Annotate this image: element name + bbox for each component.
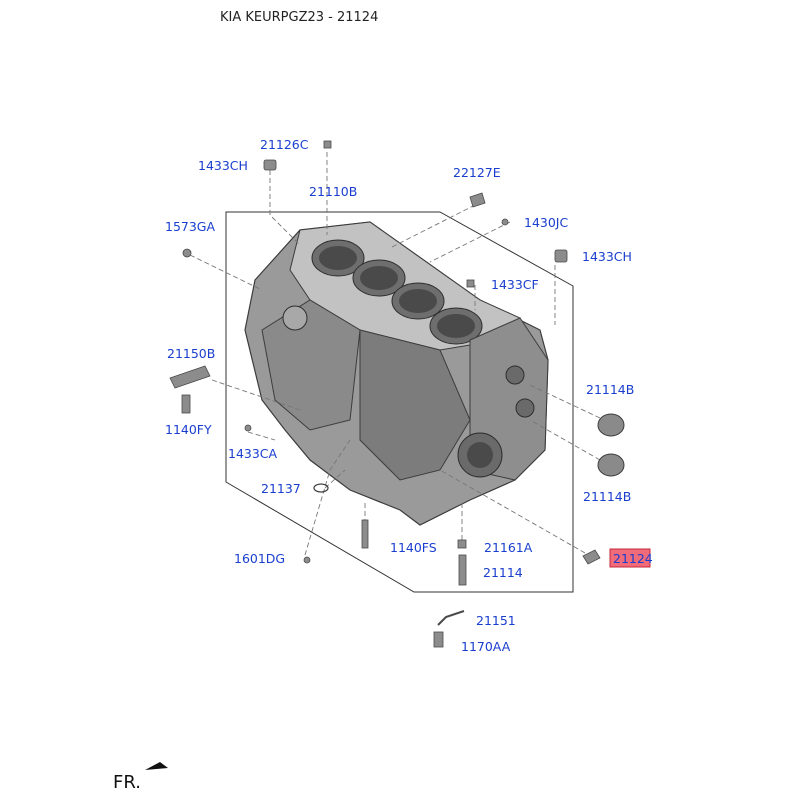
label-21161a[interactable]: 21161A [484, 540, 533, 555]
label-1433ch-top[interactable]: 1433CH [198, 158, 248, 173]
label-1140fs[interactable]: 1140FS [390, 540, 437, 555]
label-21126c[interactable]: 21126C [260, 137, 309, 152]
ring-21137 [313, 483, 329, 493]
assembly-outline [225, 211, 574, 593]
plug-21124 [582, 549, 601, 565]
part-labels: 21126C 1433CH 22127E 21110B 1573GA 1430J… [113, 137, 653, 793]
plug-1433ch-top [263, 159, 277, 171]
plug-1433ch-right [554, 249, 568, 263]
label-1573ga[interactable]: 1573GA [165, 219, 215, 234]
front-arrow-icon [145, 762, 168, 770]
bolt-21114 [458, 554, 467, 586]
label-21114[interactable]: 21114 [483, 565, 523, 580]
label-21137[interactable]: 21137 [261, 481, 301, 496]
engine-block-illustration [244, 221, 549, 526]
label-1430jc[interactable]: 1430JC [524, 215, 568, 230]
highlight-box-21124 [609, 548, 651, 568]
plug-1433ca [244, 424, 252, 432]
label-1170aa[interactable]: 1170AA [461, 639, 511, 654]
bolt-21126c [323, 140, 332, 149]
bolt-1170aa [433, 631, 444, 648]
label-21151[interactable]: 21151 [476, 613, 516, 628]
plug-22127e [469, 192, 486, 208]
plug-1430jc [501, 218, 509, 226]
bolt-1601dg [303, 556, 311, 564]
dowel-21161a [457, 539, 467, 549]
label-1433ca[interactable]: 1433CA [228, 446, 278, 461]
label-21114b-top[interactable]: 21114B [586, 382, 634, 397]
plug-21114b-top [597, 413, 625, 437]
label-1433ch-right[interactable]: 1433CH [582, 249, 632, 264]
leader-lines [189, 152, 601, 556]
sensor-21150b [169, 365, 211, 389]
plug-1433cf [466, 279, 475, 288]
label-22127e[interactable]: 22127E [453, 165, 501, 180]
front-direction-label: FR. [113, 772, 141, 793]
sensor-21151 [437, 610, 465, 626]
label-21150b[interactable]: 21150B [167, 346, 215, 361]
plug-1573ga [182, 248, 192, 258]
bolt-1140fy [181, 394, 191, 414]
plug-21114b-bottom [597, 453, 625, 477]
label-21114b-bottom[interactable]: 21114B [583, 489, 631, 504]
page-title: KIA KEURPGZ23 - 21124 [220, 10, 379, 25]
label-1433cf[interactable]: 1433CF [491, 277, 539, 292]
small-parts [145, 140, 625, 770]
label-1140fy[interactable]: 1140FY [165, 422, 212, 437]
label-21110b[interactable]: 21110B [309, 184, 357, 199]
label-21124[interactable]: 21124 [613, 551, 653, 566]
label-1601dg[interactable]: 1601DG [234, 551, 285, 566]
bolt-1140fs [361, 519, 369, 549]
